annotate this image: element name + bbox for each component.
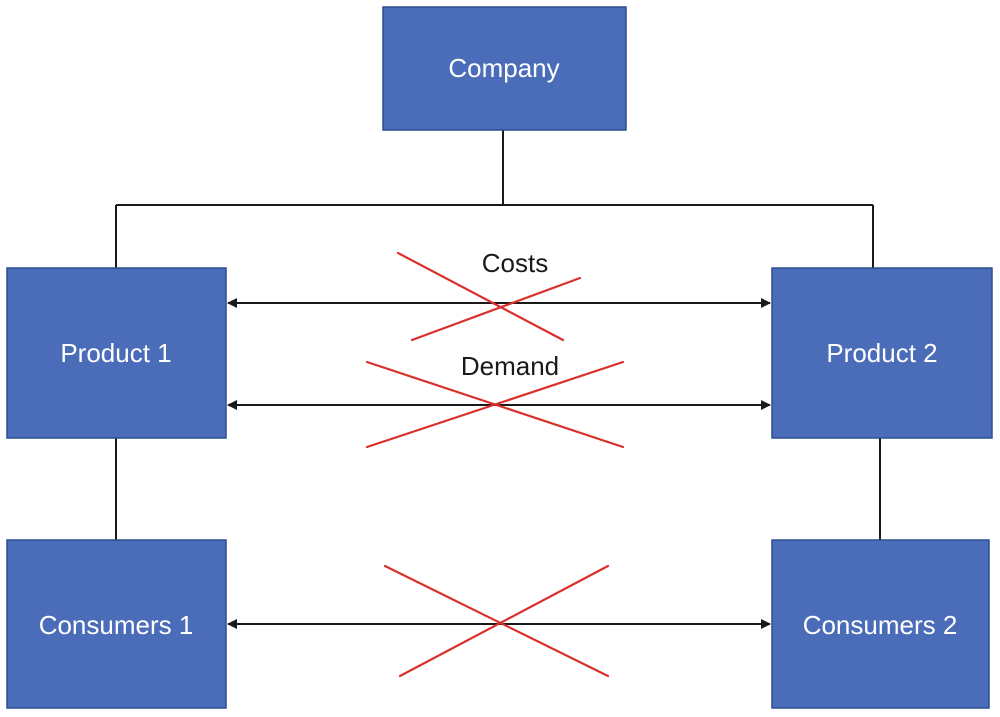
costs-label: Costs	[482, 248, 548, 278]
consumers-2-node: Consumers 2	[771, 539, 990, 709]
consumers-2-label: Consumers 2	[803, 610, 958, 640]
consumers-cross-mark	[383, 564, 610, 678]
consumers-1-label: Consumers 1	[39, 610, 194, 640]
product-2-label: Product 2	[826, 338, 937, 368]
company-label: Company	[448, 53, 559, 83]
hierarchy-connectors	[115, 130, 881, 540]
product-2-node: Product 2	[771, 267, 993, 439]
company-node: Company	[382, 6, 627, 131]
demand-cross-mark	[365, 360, 625, 449]
costs-cross-mark	[396, 251, 582, 342]
consumers-1-node: Consumers 1	[6, 539, 227, 709]
demand-label: Demand	[461, 351, 559, 381]
product-1-node: Product 1	[6, 267, 227, 439]
product-1-label: Product 1	[60, 338, 171, 368]
